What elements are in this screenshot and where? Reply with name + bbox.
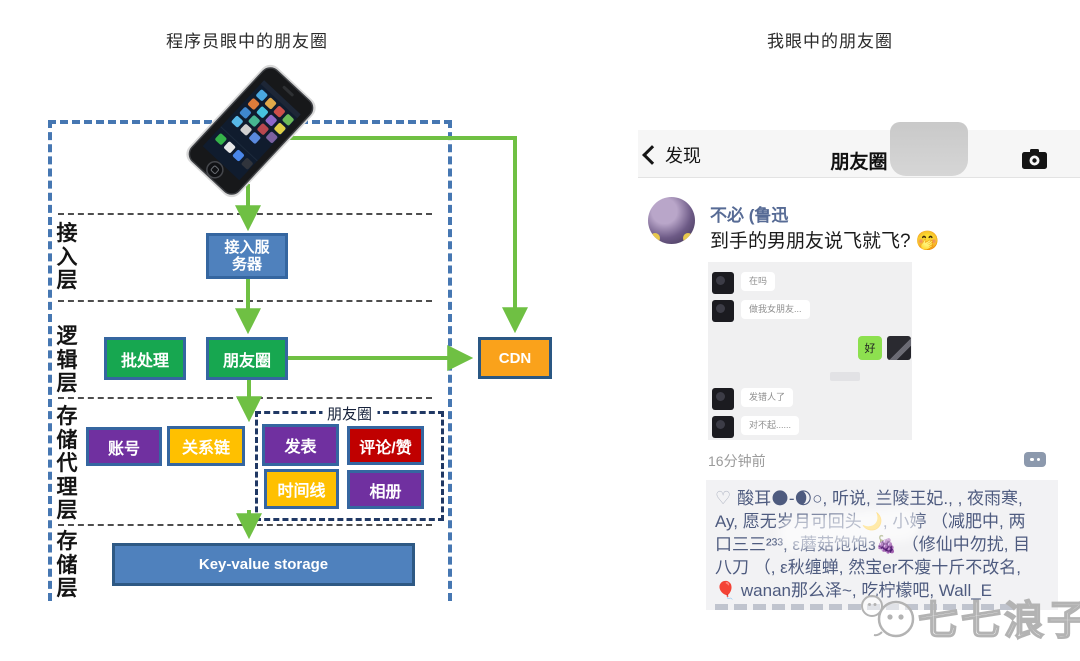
back-label: 发现	[665, 146, 701, 166]
chevron-left-icon	[642, 145, 662, 165]
node-account: 账号	[86, 427, 162, 466]
dot-icon	[1036, 457, 1040, 462]
node-moments-service: 朋友圈	[206, 337, 288, 380]
likes-section: ♡酸耳🌑-🌒○, 听说, 兰陵王妃., , 夜雨寒, Ay, 愿无岁月可回头🌙,…	[706, 480, 1058, 610]
avatar-detail-dot	[683, 233, 693, 243]
post-attached-chat-image[interactable]: 在吗 做我女朋友... 好 发错人了 对不起......	[708, 262, 912, 440]
chat-row: 在吗	[712, 272, 776, 294]
node-batch: 批处理	[104, 337, 186, 380]
likes-line: 八刀 （, ε秋缠蝉, 然宝er不瘦十斤不改名,	[715, 558, 1022, 577]
dot-icon	[1030, 457, 1034, 462]
watermark-text: 七七浪子	[917, 598, 1080, 644]
comment-like-button[interactable]	[1024, 452, 1046, 467]
node-access-server: 接入服务器	[206, 233, 288, 279]
layer-divider-2	[58, 300, 432, 302]
moments-page-title: 朋友圈	[830, 152, 888, 173]
chat-bubble: 发错人了	[741, 388, 794, 407]
wechat-doodle-face-icon	[861, 595, 915, 638]
post-author-name[interactable]: 不必 (鲁迅	[710, 206, 789, 225]
blurred-blob	[890, 122, 968, 176]
chat-row: 做我女朋友...	[712, 300, 810, 322]
layer-divider-3	[58, 397, 432, 399]
layer-label-storage: 存储层	[56, 530, 78, 600]
chat-bubble-green: 好	[858, 336, 882, 360]
likes-line: ♡ 酸耳🌑-🌒○, 听说, 兰陵王妃., , 夜雨寒,	[715, 487, 1049, 510]
post-timestamp: 16分钟前	[708, 453, 766, 469]
layer-label-access: 接入层	[56, 222, 78, 292]
node-comment-like: 评论/赞	[347, 426, 424, 465]
likes-names: 酸耳🌑-🌒○, 听说, 兰陵王妃., , 夜雨寒,	[737, 489, 1023, 508]
chat-row: 对不起......	[712, 416, 800, 438]
wechat-header-bar	[638, 130, 1080, 178]
node-kv-storage: Key-value storage	[112, 543, 415, 586]
watermark: 七七浪子	[860, 588, 1080, 646]
moments-storage-group: 朋友圈	[255, 403, 444, 521]
likes-line: 🎈 wanan那么泽~, 吃柠檬吧, Wall_E	[715, 581, 993, 600]
node-album: 相册	[347, 470, 424, 509]
chat-avatar-right	[887, 336, 911, 360]
avatar[interactable]	[648, 197, 695, 244]
node-timeline: 时间线	[264, 469, 339, 509]
node-cdn: CDN	[478, 337, 552, 379]
right-screenshot-title: 我眼中的朋友圈	[767, 32, 893, 51]
chat-bubble: 做我女朋友...	[741, 300, 810, 319]
heart-icon: ♡	[715, 488, 732, 508]
moments-group-label: 朋友圈	[321, 403, 378, 424]
chat-avatar	[712, 388, 734, 410]
chat-row-right: 好	[858, 336, 911, 360]
node-relation-chain: 关系链	[167, 426, 245, 466]
layer-divider-1	[58, 213, 432, 215]
chat-avatar	[712, 272, 734, 294]
wechat-moments-screenshot: 发现 朋友圈 不必 (鲁迅 到手的男朋友说飞就飞? 🤭 在吗 做我女朋友...	[638, 122, 1080, 661]
avatar-detail-dot	[650, 233, 660, 243]
chat-timestamp-pill	[830, 372, 860, 381]
back-button[interactable]: 发现	[642, 142, 701, 168]
layer-divider-4	[58, 524, 432, 526]
node-publish: 发表	[262, 424, 339, 466]
left-diagram-title: 程序员眼中的朋友圈	[166, 32, 328, 51]
post-content-text: 到手的男朋友说飞就飞? 🤭	[710, 231, 940, 252]
layer-label-logic: 逻辑层	[56, 325, 78, 395]
chat-avatar	[712, 416, 734, 438]
chat-avatar	[712, 300, 734, 322]
chat-bubble: 对不起......	[741, 416, 800, 435]
layer-label-storage-proxy: 存储代理层	[56, 405, 78, 522]
camera-icon[interactable]	[1021, 149, 1048, 170]
chat-row: 发错人了	[712, 388, 794, 410]
chat-bubble: 在吗	[741, 272, 776, 291]
